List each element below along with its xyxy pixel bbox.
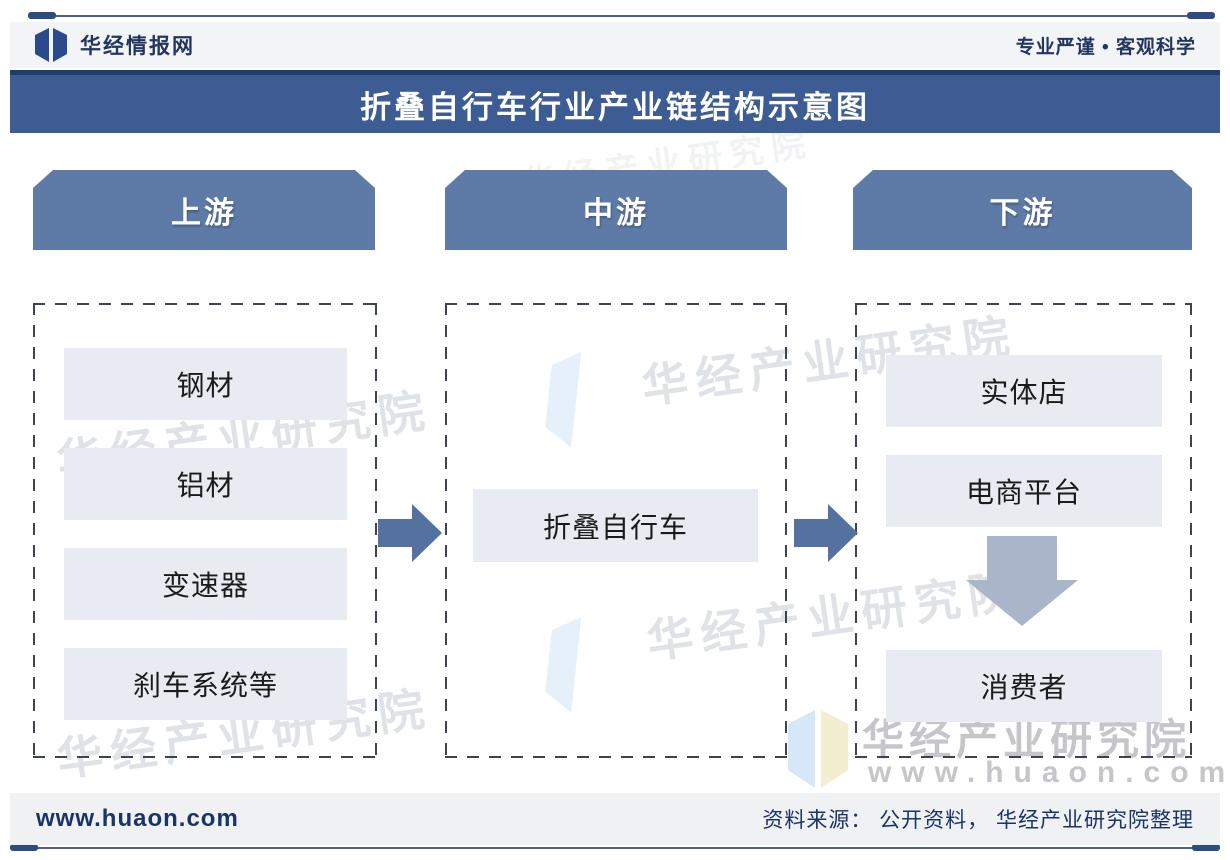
- footer-bar: www.huaon.com 资料来源： 公开资料， 华经产业研究院整理: [10, 793, 1220, 845]
- footer-source-note: 资料来源： 公开资料， 华经产业研究院整理: [762, 809, 1194, 832]
- huajing-logo-icon: [34, 27, 68, 63]
- brand-name: 华经情报网: [80, 35, 195, 58]
- page-title: 折叠自行车行业产业链结构示意图: [360, 89, 870, 125]
- arrow-right-icon: [378, 504, 442, 562]
- node-ecommerce-platform: 电商平台: [886, 455, 1162, 527]
- column-header-label: 中游: [583, 197, 649, 230]
- node-folding-bicycle: 折叠自行车: [473, 489, 758, 562]
- watermark-huajing-logo-icon: [786, 708, 850, 795]
- bottom-divider: [10, 844, 1220, 851]
- node-brake-system: 刹车系统等: [64, 648, 347, 720]
- node-consumer: 消费者: [886, 650, 1162, 722]
- title-bar: 折叠自行车行业产业链结构示意图: [10, 70, 1220, 133]
- node-aluminum: 铝材: [64, 448, 347, 520]
- brand-bar: 华经情报网 专业严谨 • 客观科学: [10, 22, 1220, 68]
- column-header-downstream: 下游: [853, 170, 1192, 250]
- node-steel: 钢材: [64, 348, 347, 420]
- node-derailleur: 变速器: [64, 548, 347, 620]
- arrow-right-icon: [794, 504, 858, 562]
- column-header-upstream: 上游: [33, 170, 375, 250]
- footer-website: www.huaon.com: [36, 805, 239, 832]
- column-header-label: 下游: [989, 197, 1056, 230]
- top-divider: [28, 12, 1215, 19]
- node-physical-store: 实体店: [886, 355, 1162, 427]
- brand-tagline: 专业严谨 • 客观科学: [1015, 36, 1196, 58]
- column-header-midstream: 中游: [445, 170, 787, 250]
- arrow-down-icon: [966, 536, 1078, 626]
- watermark-site-text: www.huaon.com: [868, 756, 1230, 789]
- column-header-label: 上游: [171, 197, 237, 230]
